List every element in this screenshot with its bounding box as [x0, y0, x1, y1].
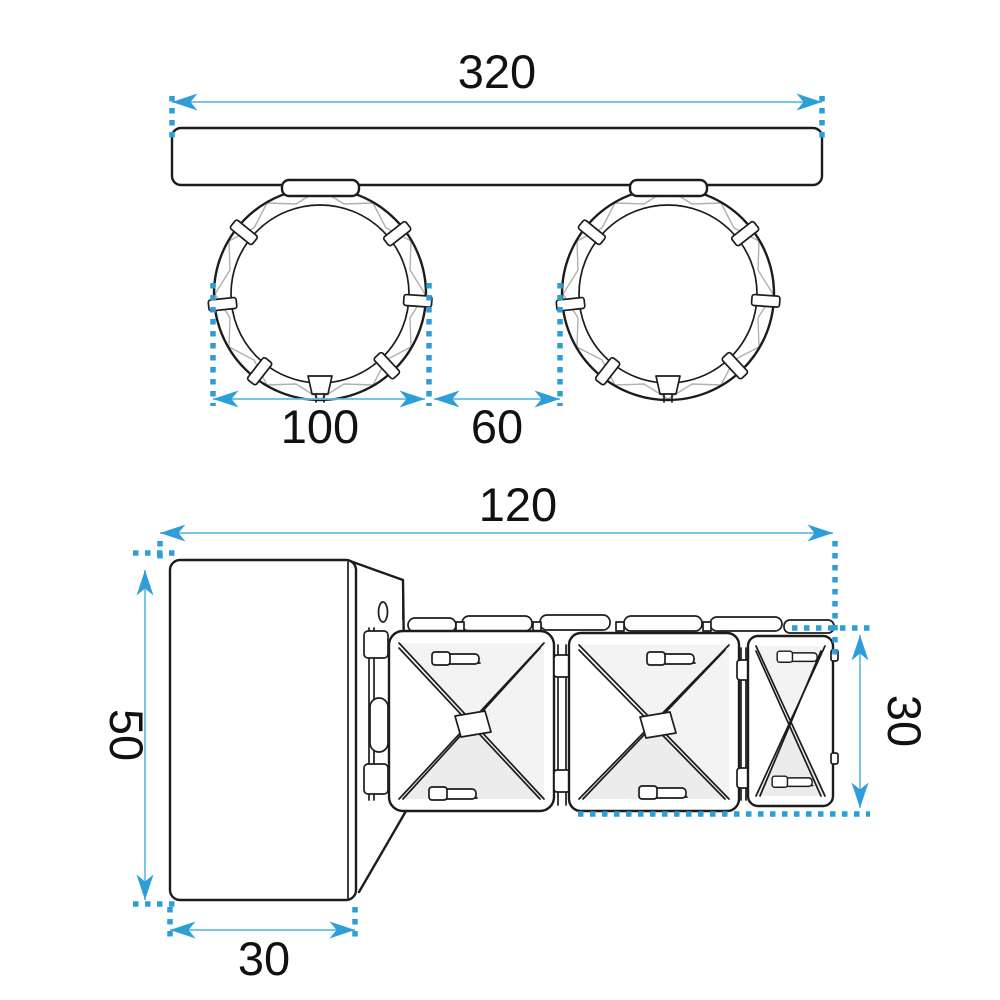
mounting-bar — [170, 126, 824, 187]
dim-50-label: 50 — [100, 709, 153, 761]
dim-30-bottom-label: 30 — [238, 932, 290, 985]
crystal-shade-ring-right — [554, 186, 782, 404]
dim-120-label: 120 — [479, 478, 557, 531]
shade-mount-tab-left — [280, 178, 361, 198]
side-view — [168, 558, 839, 902]
dimensions: 320 100 60 120 50 — [100, 45, 931, 985]
bracket-rail — [363, 627, 389, 801]
dim-60-label: 60 — [471, 400, 523, 453]
dim-30-bottom: 30 — [167, 907, 358, 985]
shade-mount-tab-right — [628, 178, 709, 198]
wall-box — [168, 558, 358, 902]
screw-hole — [377, 601, 389, 623]
dim-100-label: 100 — [281, 400, 359, 453]
crystal-cube-2 — [567, 631, 741, 813]
cube-connector-1 — [553, 644, 571, 806]
dim-50: 50 — [100, 550, 180, 907]
crystal-shade-ring-left — [206, 186, 434, 404]
dim-120: 120 — [157, 478, 838, 655]
dim-320: 320 — [169, 45, 825, 138]
top-view — [170, 126, 824, 404]
dim-320-label: 320 — [458, 45, 536, 98]
dim-30-right-label: 30 — [878, 695, 931, 747]
dim-100: 100 — [210, 283, 432, 453]
crystal-cube-1 — [387, 629, 556, 813]
dim-30-right: 30 — [578, 625, 931, 817]
shade-top-row — [407, 614, 835, 634]
crystal-cube-3 — [746, 634, 839, 808]
dim-60: 60 — [434, 283, 563, 453]
